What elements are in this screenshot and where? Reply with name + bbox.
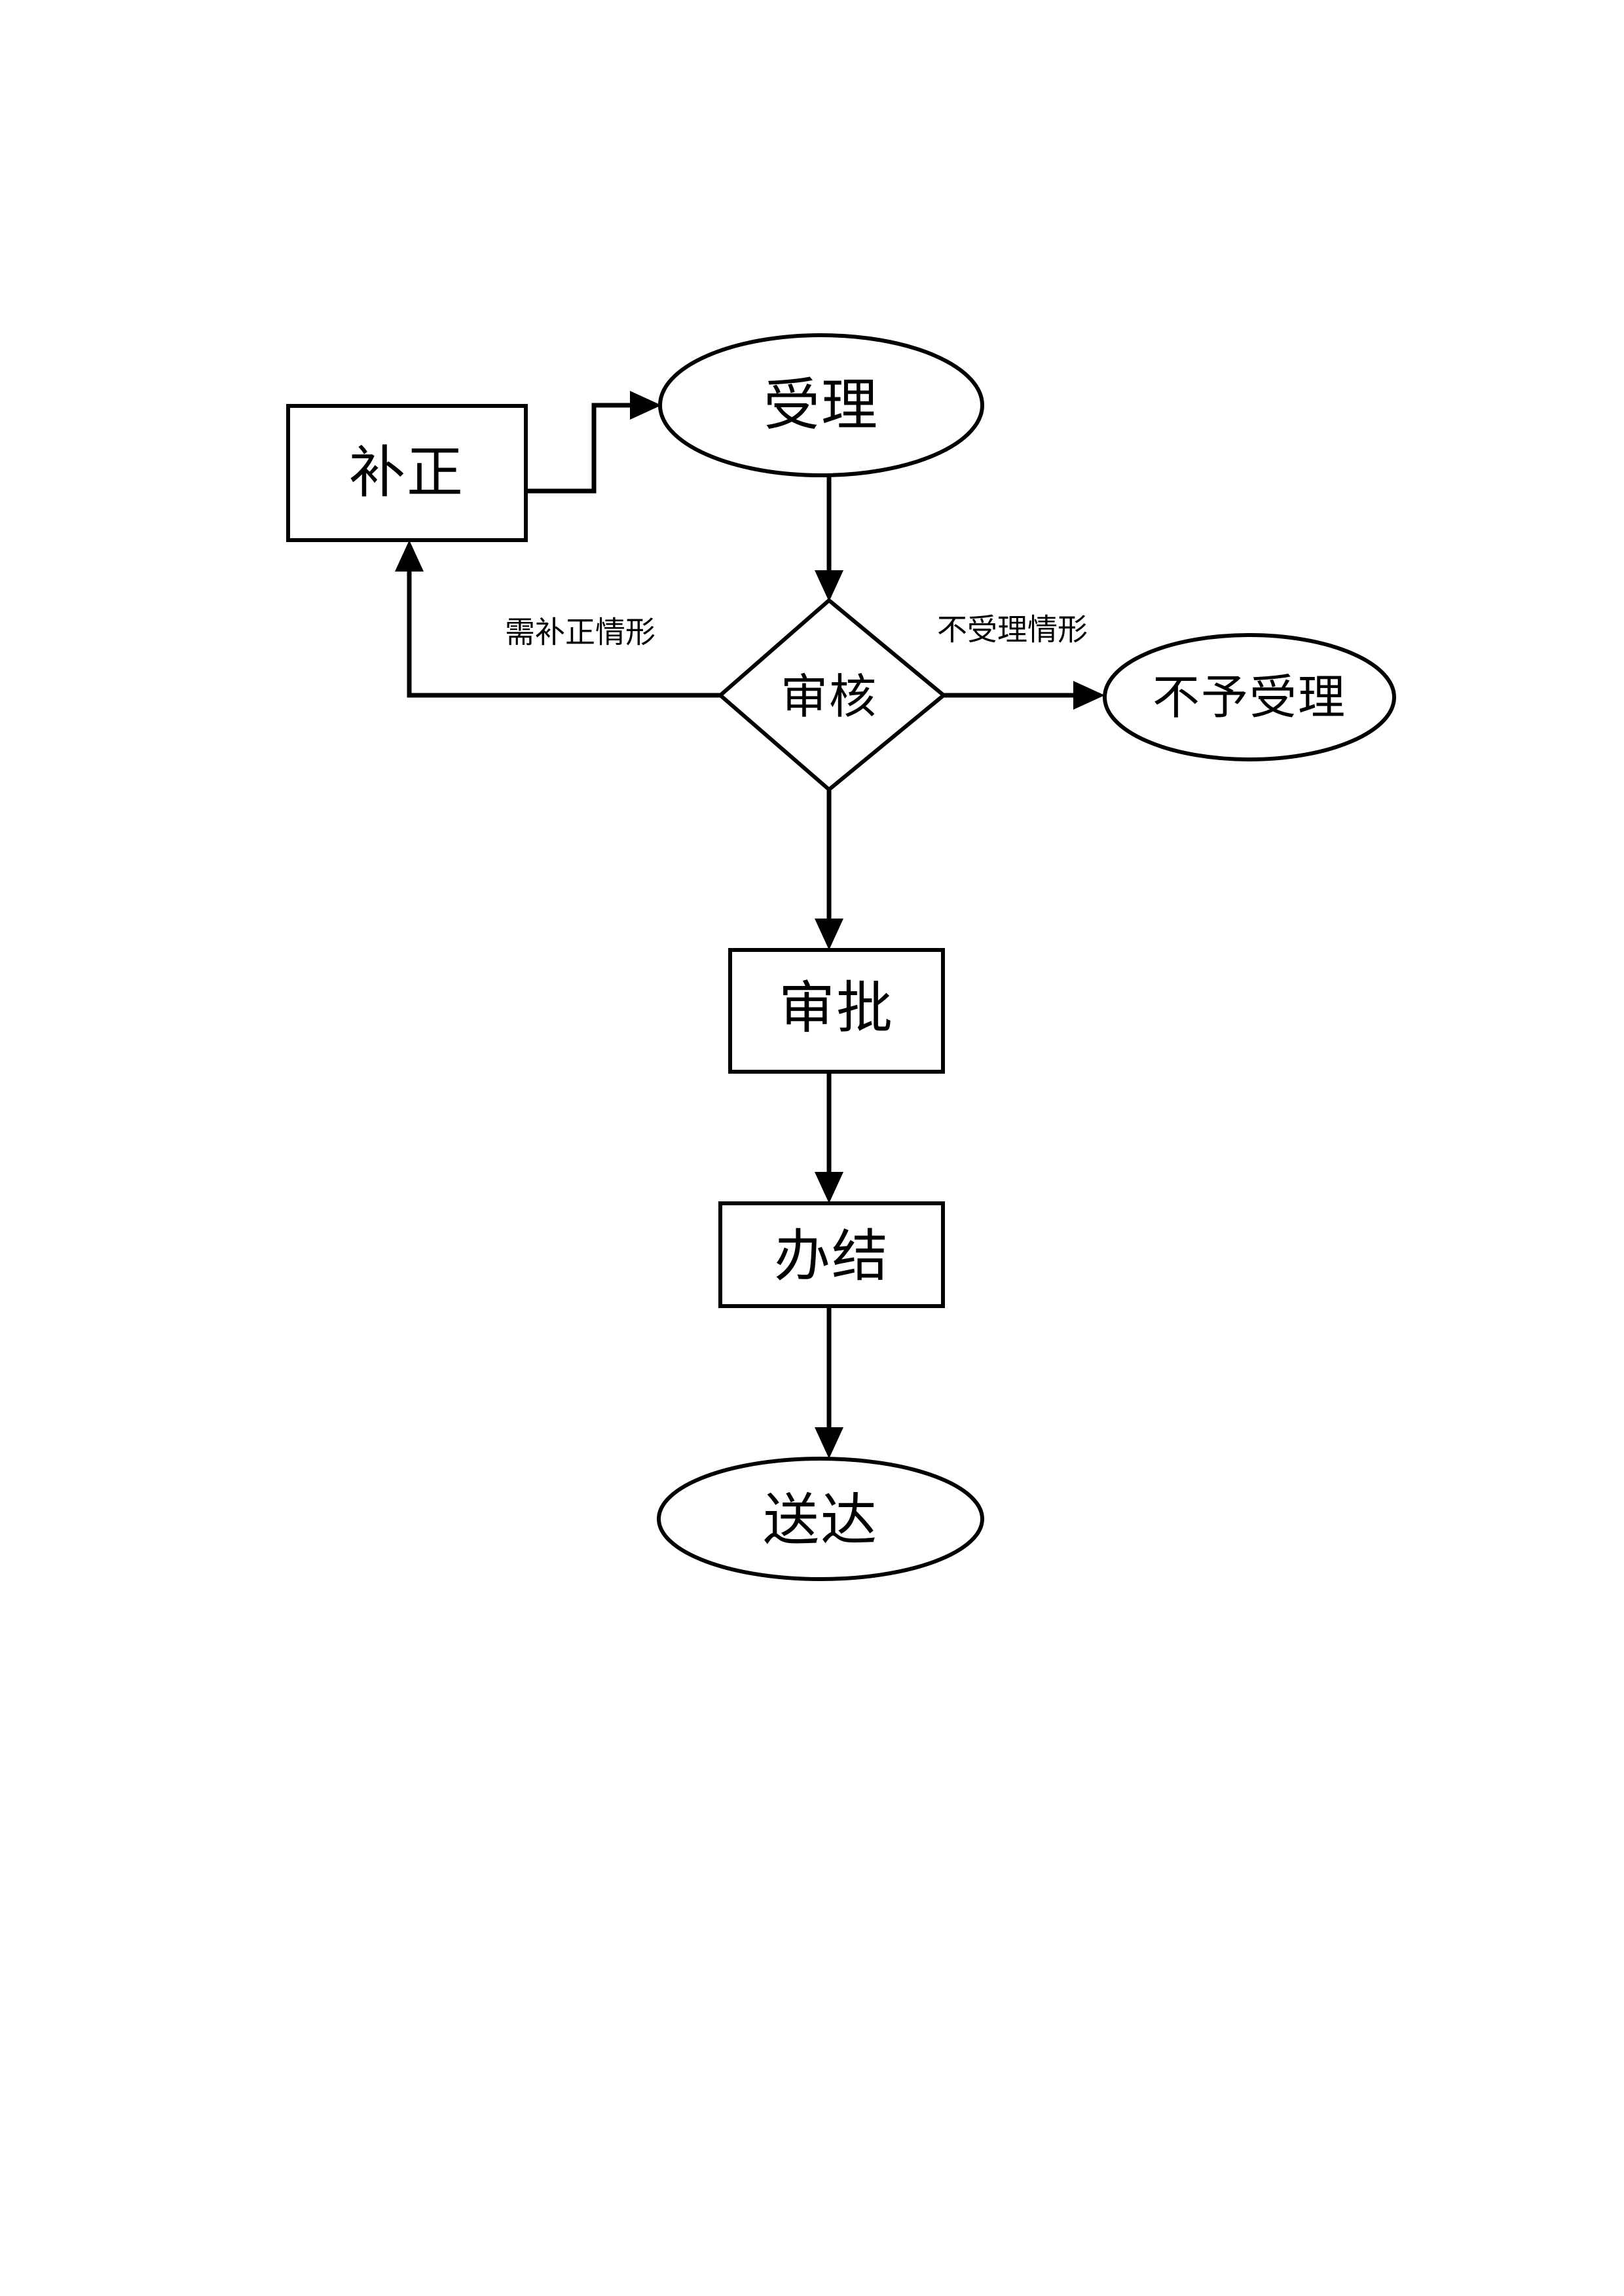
edge-shenhe-to-buzheng: [395, 540, 720, 698]
node-shenhe-label: 审核: [781, 671, 877, 723]
arrow-head-icon: [815, 570, 843, 602]
arrow-head-icon: [395, 540, 424, 572]
edge-shenpi-to-banjie: [815, 1072, 843, 1203]
arrow-head-icon: [815, 1427, 843, 1459]
arrow-head-icon: [815, 919, 843, 950]
edge-label-need-correction: 需补正情形: [505, 616, 655, 649]
node-shenpi-label: 审批: [779, 977, 894, 1040]
node-shenpi[interactable]: 审批: [728, 948, 945, 1074]
node-shouli-shape: [658, 333, 984, 477]
node-shenpi-shape: [728, 948, 945, 1074]
node-buzheng[interactable]: 补正: [286, 404, 528, 542]
arrow-head-icon: [630, 391, 661, 420]
node-buzheng-label: 补正: [349, 441, 464, 504]
node-banjie-label: 办结: [774, 1225, 889, 1288]
node-buyushouli-shape: [1103, 633, 1396, 761]
node-shouli[interactable]: 受理: [658, 333, 984, 477]
edge-shouli-to-shenhe: [815, 475, 843, 602]
node-banjie[interactable]: 办结: [718, 1201, 945, 1308]
node-songda-shape: [657, 1457, 984, 1581]
arrow-head-icon: [1073, 681, 1105, 710]
node-banjie-shape: [718, 1201, 945, 1308]
edge-buzheng-to-shouli: [526, 391, 661, 494]
node-shouli-label: 受理: [764, 374, 879, 437]
node-buyushouli[interactable]: 不予受理: [1103, 633, 1396, 761]
node-songda[interactable]: 送达: [657, 1457, 984, 1581]
arrow-head-icon: [815, 1172, 843, 1203]
edge-label-not-accepted: 不受理情形: [937, 613, 1088, 647]
node-songda-label: 送达: [763, 1489, 878, 1552]
node-buzheng-shape: [286, 404, 528, 542]
edge-shenhe-to-shenpi: [815, 790, 843, 950]
node-shenhe[interactable]: 审核: [717, 598, 947, 792]
node-shenhe-shape: [717, 598, 947, 792]
node-buyushouli-label: 不予受理: [1153, 672, 1346, 724]
edge-banjie-to-songda: [815, 1306, 843, 1459]
edge-shenhe-to-buyushouli: [944, 681, 1105, 710]
